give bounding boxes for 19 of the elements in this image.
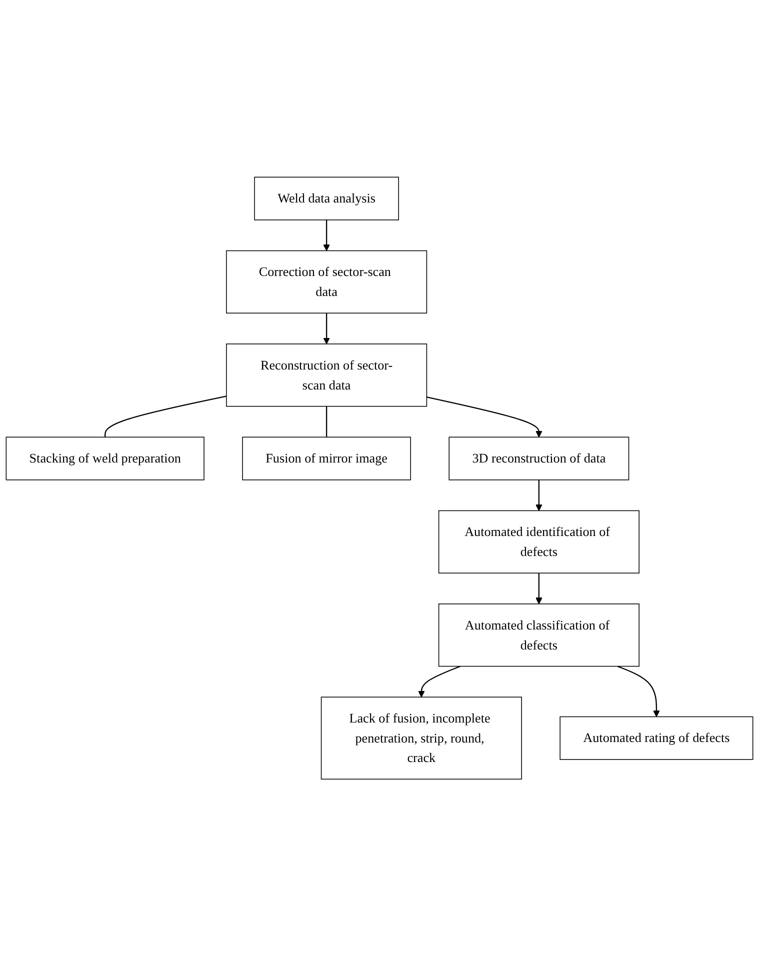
node-box: Weld data analysis	[254, 176, 399, 220]
node-box: 3D reconstruction of data	[448, 436, 630, 480]
node-box: Correction of sector-scan data	[226, 250, 428, 314]
arrow	[418, 666, 460, 698]
node-box: Lack of fusion, incomplete penetration, strip, round, crack	[320, 696, 522, 780]
arrow	[617, 666, 660, 717]
node-box: Automated rating of defects	[560, 716, 754, 760]
arrow	[323, 312, 330, 344]
node-box: Stacking of weld preparation	[6, 436, 204, 480]
arrow	[536, 480, 542, 511]
connector	[104, 395, 227, 437]
node-box: Automated classification of defects	[438, 603, 640, 667]
arrow	[426, 396, 542, 438]
connector	[326, 406, 328, 437]
node-box: Automated identification of defects	[438, 510, 640, 574]
arrow	[323, 220, 330, 251]
node-box: Fusion of mirror image	[242, 436, 411, 480]
node-box: Reconstruction of sector-scan data	[226, 343, 428, 407]
arrow	[536, 572, 542, 604]
